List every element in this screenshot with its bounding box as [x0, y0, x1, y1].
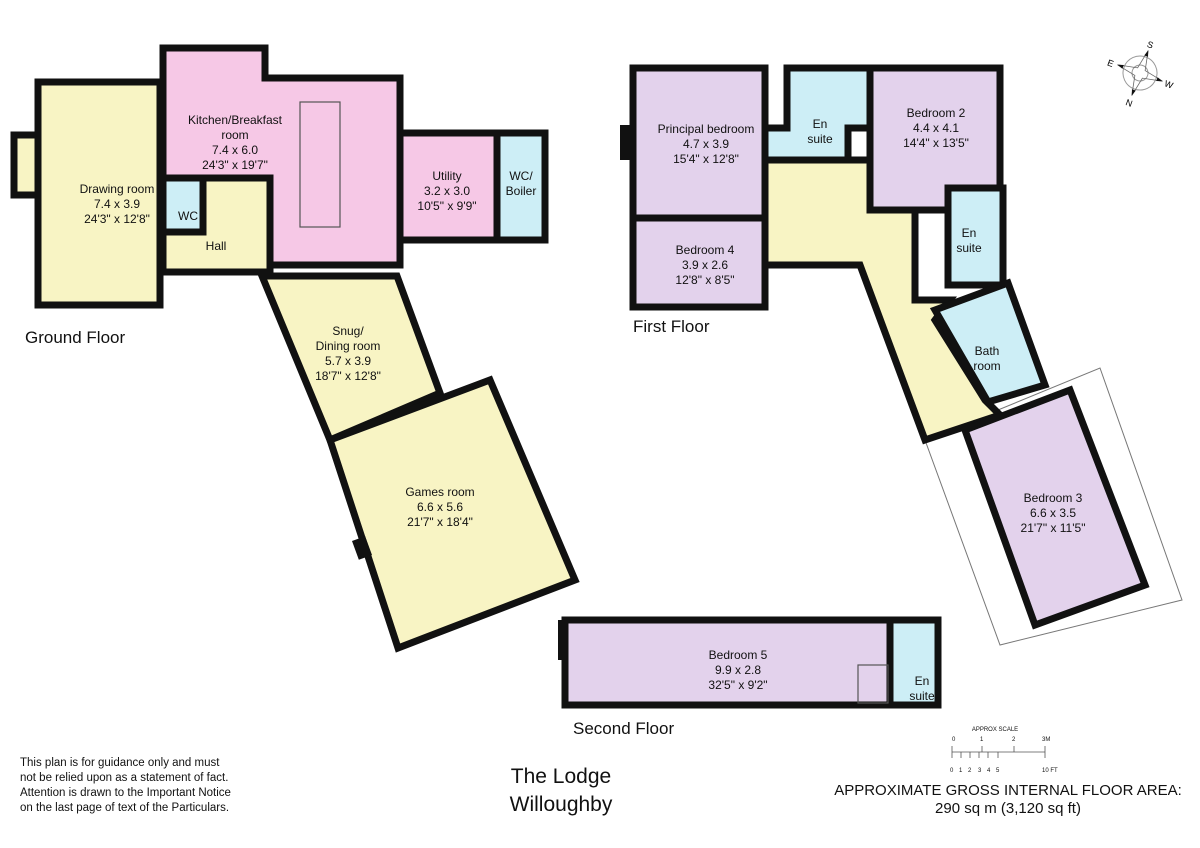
room-name: suite — [956, 241, 982, 255]
scale-tick-label: 0 — [950, 768, 954, 774]
floor-label: First Floor — [633, 317, 710, 336]
room-name: En — [962, 226, 977, 240]
room-name: room — [973, 359, 1000, 373]
room-imperial: 21'7" x 18'4" — [407, 515, 473, 529]
room-name: Boiler — [506, 184, 537, 198]
room-imperial: 18'7" x 12'8" — [315, 369, 381, 383]
property-name: The Lodge — [511, 765, 611, 788]
room-name: Principal bedroom — [658, 122, 755, 136]
kitchen-island — [299, 101, 341, 228]
scale-tick-label: 2 — [1012, 737, 1016, 743]
room-name: En — [813, 117, 828, 131]
room-name: WC/ — [509, 169, 533, 183]
room-name: Hall — [206, 239, 227, 253]
room-name: Snug/ — [332, 324, 364, 338]
room-metric: 6.6 x 3.5 — [1030, 506, 1076, 520]
room-imperial: 24'3" x 19'7" — [202, 158, 268, 172]
room-metric: 7.4 x 6.0 — [212, 143, 258, 157]
wc-boiler-room — [493, 129, 549, 244]
compass-rose-icon: S N W E — [1106, 39, 1175, 109]
disclaimer-line: This plan is for guidance only and must — [20, 757, 220, 769]
snug-dining-room — [256, 272, 445, 445]
room-name: Kitchen/Breakfast — [188, 113, 283, 127]
room-metric: 4.4 x 4.1 — [913, 121, 959, 135]
first-floor — [620, 64, 1183, 646]
room-metric: 6.6 x 5.6 — [417, 500, 463, 514]
games-room — [325, 375, 580, 653]
room-imperial: 21'7" x 11'5" — [1021, 521, 1086, 535]
room-metric: 4.7 x 3.9 — [683, 137, 729, 151]
floor-label: Second Floor — [573, 719, 674, 738]
bathroom — [929, 278, 1050, 407]
en-suite-1 — [761, 64, 874, 164]
property-location: Willoughby — [510, 793, 613, 816]
wc-ground — [159, 174, 207, 236]
room-name: Bath — [975, 344, 1000, 358]
en-suite-3 — [886, 616, 942, 709]
room-name: suite — [909, 689, 935, 703]
utility-room — [396, 129, 501, 244]
room-imperial: 15'4" x 12'8" — [673, 152, 739, 166]
second-floor — [558, 616, 942, 709]
room-metric: 9.9 x 2.8 — [715, 663, 761, 677]
room-metric: 3.9 x 2.6 — [682, 258, 728, 272]
scale-tick-label: 3 — [978, 768, 982, 774]
room-name: Games room — [405, 485, 474, 499]
compass-s: S — [1146, 39, 1155, 50]
chimney — [352, 536, 372, 560]
scale-tick-label: 4 — [987, 768, 991, 774]
room-name: Utility — [432, 169, 461, 183]
room-name: room — [221, 128, 248, 142]
room-name: Bedroom 3 — [1024, 491, 1083, 505]
disclaimer-line: not be relied upon as a statement of fac… — [20, 772, 228, 784]
scale-tick-label: 2 — [968, 768, 972, 774]
room-imperial: 12'8" x 8'5" — [675, 273, 734, 287]
chimney — [620, 125, 633, 160]
room-imperial: 10'5" x 9'9" — [417, 199, 476, 213]
disclaimer-line: on the last page of text of the Particul… — [20, 802, 229, 814]
bedroom-5 — [561, 616, 894, 709]
room-name: En — [915, 674, 930, 688]
compass-w: W — [1163, 78, 1175, 90]
room-name: suite — [807, 132, 833, 146]
room-imperial: 14'4" x 13'5" — [903, 136, 969, 150]
room-name: Bedroom 2 — [907, 106, 966, 120]
scale-tick-label: 3M — [1042, 737, 1050, 743]
floor-area-title: APPROXIMATE GROSS INTERNAL FLOOR AREA: — [834, 782, 1182, 799]
room-name: Drawing room — [80, 182, 155, 196]
scale-bar: APPROX SCALE 0 1 2 3M 0 1 2 3 4 5 10 FT — [950, 727, 1058, 774]
ground-floor — [10, 44, 580, 653]
compass-n: N — [1124, 97, 1134, 109]
room-metric: 7.4 x 3.9 — [94, 197, 140, 211]
floor-label: Ground Floor — [25, 328, 125, 347]
scale-tick-label: 1 — [980, 737, 984, 743]
scale-tick-label: 10 FT — [1042, 768, 1058, 774]
room-name: Dining room — [316, 339, 381, 353]
room-metric: 3.2 x 3.0 — [424, 184, 470, 198]
disclaimer-line: Attention is drawn to the Important Noti… — [20, 787, 231, 799]
scale-tick-label: 0 — [952, 737, 956, 743]
bedroom-3 — [960, 385, 1150, 630]
room-imperial: 32'5" x 9'2" — [708, 678, 767, 692]
room-name: WC — [178, 209, 198, 223]
scale-title: APPROX SCALE — [972, 727, 1018, 733]
scale-tick-label: 5 — [996, 768, 1000, 774]
chimney — [558, 620, 568, 660]
compass-e: E — [1106, 58, 1115, 69]
bedroom-4 — [629, 214, 769, 311]
stairs — [857, 664, 889, 704]
floor-area-value: 290 sq m (3,120 sq ft) — [935, 800, 1081, 817]
en-suite-2 — [944, 184, 1007, 289]
bay-window — [10, 131, 42, 199]
room-name: Bedroom 5 — [709, 648, 768, 662]
scale-tick-label: 1 — [959, 768, 963, 774]
room-name: Bedroom 4 — [676, 243, 735, 257]
room-imperial: 24'3" x 12'8" — [84, 212, 150, 226]
room-metric: 5.7 x 3.9 — [325, 354, 371, 368]
